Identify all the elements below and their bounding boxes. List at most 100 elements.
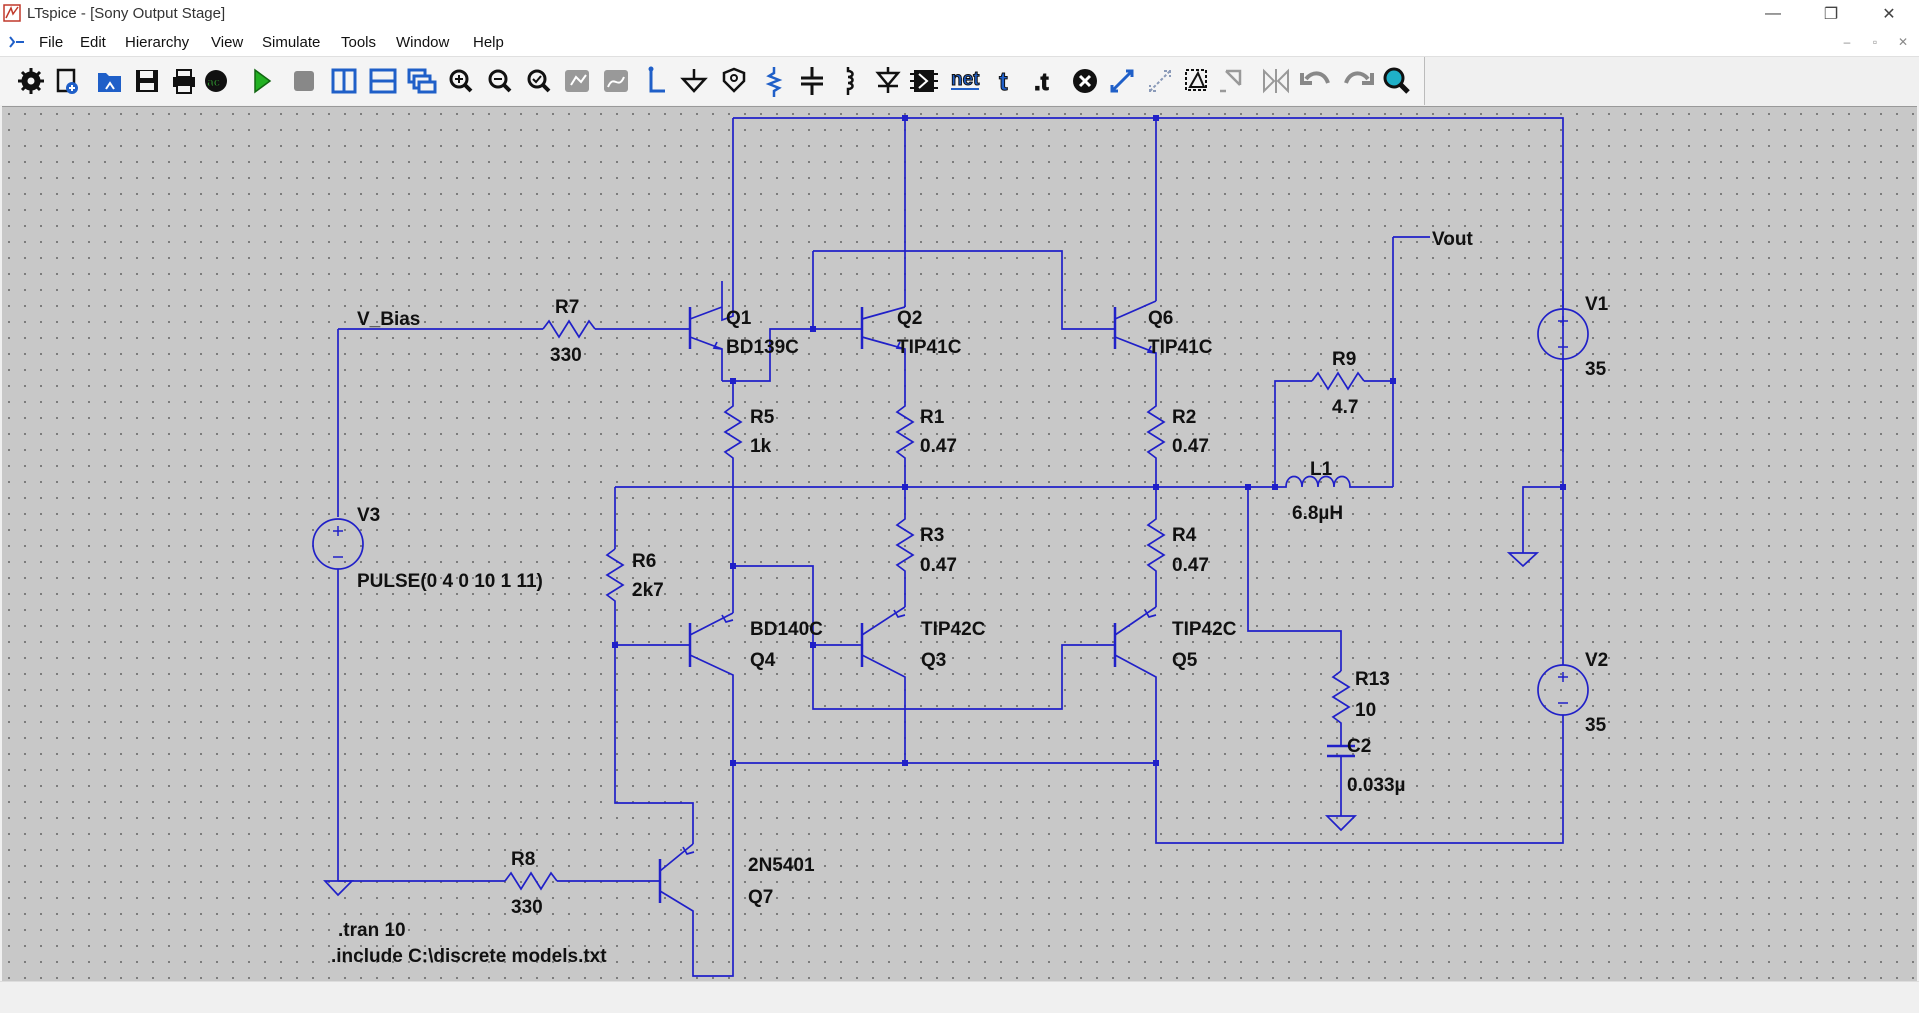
mdi-restore-button[interactable]: ▫ xyxy=(1872,35,1878,49)
r8-name: R8 xyxy=(511,849,535,870)
schematic-doc-icon[interactable] xyxy=(8,34,26,50)
svg-text:net: net xyxy=(951,69,980,90)
r3-name: R3 xyxy=(920,525,944,546)
ac-analysis-icon[interactable]: ac xyxy=(205,70,227,92)
l1-name: L1 xyxy=(1310,459,1333,480)
new-schematic-icon[interactable] xyxy=(56,68,78,94)
q7-name: Q7 xyxy=(748,887,773,908)
spice-netlist-icon[interactable]: net xyxy=(951,69,981,91)
redo-icon[interactable] xyxy=(1344,71,1374,85)
l1-inductor xyxy=(1275,475,1393,488)
v-bias-label: V_Bias xyxy=(357,309,420,330)
l1-value: 6.8µH xyxy=(1292,503,1343,524)
q6-name: Q6 xyxy=(1148,308,1173,329)
r6-value: 2k7 xyxy=(632,580,664,601)
tile-vertical-icon[interactable] xyxy=(331,68,357,94)
r3-resistor xyxy=(895,487,915,607)
c2-name: C2 xyxy=(1347,736,1371,757)
r1-value: 0.47 xyxy=(920,436,957,457)
v1-value: 35 xyxy=(1585,359,1607,380)
ground-c2 xyxy=(1324,815,1358,832)
menu-edit[interactable]: Edit xyxy=(80,34,106,51)
wire-q1-collector xyxy=(721,118,734,322)
close-button[interactable]: ✕ xyxy=(1882,6,1896,23)
find-icon[interactable] xyxy=(1383,67,1410,94)
r8-value: 330 xyxy=(511,897,543,918)
window-title: LTspice - [Sony Output Stage] xyxy=(27,5,226,22)
r6-name: R6 xyxy=(632,551,656,572)
q2-value: TIP41C xyxy=(897,337,962,358)
menu-view[interactable]: View xyxy=(211,34,244,51)
mirror-icon[interactable] xyxy=(1185,69,1207,91)
zoom-area-icon[interactable] xyxy=(565,70,589,92)
r6-resistor xyxy=(605,548,694,844)
inductor-icon[interactable] xyxy=(846,67,854,95)
r5-name: R5 xyxy=(750,407,775,428)
component-icon[interactable] xyxy=(910,70,938,92)
capacitor-icon[interactable] xyxy=(801,67,823,95)
q1-name: Q1 xyxy=(726,308,752,329)
run-icon[interactable] xyxy=(254,68,272,94)
flip-icon[interactable] xyxy=(1263,68,1289,94)
status-bar xyxy=(0,981,1919,1013)
save-icon[interactable] xyxy=(136,70,158,92)
mdi-close-button[interactable]: ✕ xyxy=(1897,35,1909,49)
menu-help[interactable]: Help xyxy=(473,34,504,51)
minimize-button[interactable]: — xyxy=(1765,5,1781,22)
menu-window[interactable]: Window xyxy=(396,34,450,51)
q4-value: BD140C xyxy=(750,619,823,640)
include-directive[interactable]: .include C:\discrete models.txt xyxy=(331,946,607,967)
q2-name: Q2 xyxy=(897,308,922,329)
menu-bar: File Edit Hierarchy View Simulate Tools … xyxy=(0,28,1919,57)
undo-icon[interactable] xyxy=(1300,71,1330,85)
zoom-fit-icon[interactable] xyxy=(527,69,551,93)
halt-icon[interactable] xyxy=(294,71,314,91)
mdi-minimize-button[interactable]: – xyxy=(1843,35,1851,49)
delete-icon[interactable] xyxy=(1073,69,1097,93)
q5-name: Q5 xyxy=(1172,650,1198,671)
menu-file[interactable]: File xyxy=(39,34,64,51)
label-net-icon[interactable] xyxy=(722,67,746,93)
maximize-button[interactable]: ❐ xyxy=(1823,6,1839,23)
r5-resistor xyxy=(723,381,743,487)
spice-directive-icon[interactable]: .t xyxy=(1034,69,1050,97)
menu-hierarchy[interactable]: Hierarchy xyxy=(125,34,190,51)
v2-value: 35 xyxy=(1585,715,1607,736)
diode-icon[interactable] xyxy=(875,67,901,93)
text-icon[interactable]: t xyxy=(999,66,1009,97)
r3-value: 0.47 xyxy=(920,555,957,576)
r4-value: 0.47 xyxy=(1172,555,1209,576)
q5-value: TIP42C xyxy=(1172,619,1237,640)
v3-value: PULSE(0 4 0 10 1 11) xyxy=(357,571,543,592)
q4-name: Q4 xyxy=(750,650,776,671)
r2-resistor xyxy=(1146,401,1166,487)
junction-dots xyxy=(612,115,1566,766)
q6-value: TIP41C xyxy=(1148,337,1213,358)
svg-text:ac: ac xyxy=(207,75,221,89)
rotate-icon[interactable] xyxy=(1220,69,1242,93)
r13-name: R13 xyxy=(1355,669,1390,690)
ground-icon[interactable] xyxy=(680,69,708,93)
menu-simulate[interactable]: Simulate xyxy=(262,34,321,51)
menu-tools[interactable]: Tools xyxy=(341,34,377,51)
drag-icon[interactable] xyxy=(1149,70,1171,92)
zoom-in-icon[interactable] xyxy=(449,69,473,93)
autoscale-icon[interactable] xyxy=(604,70,628,92)
move-icon[interactable] xyxy=(1110,69,1134,93)
svg-text:t: t xyxy=(999,66,1008,96)
tile-horizontal-icon[interactable] xyxy=(369,68,397,94)
r9-resistor xyxy=(1311,371,1365,391)
resistor-icon[interactable] xyxy=(765,67,783,97)
cascade-icon[interactable] xyxy=(407,68,437,94)
r8-resistor xyxy=(504,871,558,891)
r9-value: 4.7 xyxy=(1332,397,1358,418)
schematic-canvas[interactable]: V_Bias Vout R7 330 Q1 BD139C Q2 TIP41C Q… xyxy=(2,106,1917,981)
wire-icon[interactable] xyxy=(648,66,666,93)
print-icon[interactable] xyxy=(173,69,195,94)
tran-directive[interactable]: .tran 10 xyxy=(338,920,406,941)
r7-name: R7 xyxy=(555,297,579,318)
settings-icon[interactable] xyxy=(18,68,44,94)
r13-resistor xyxy=(1331,670,1351,746)
open-icon[interactable] xyxy=(98,73,121,92)
zoom-out-icon[interactable] xyxy=(488,69,512,93)
